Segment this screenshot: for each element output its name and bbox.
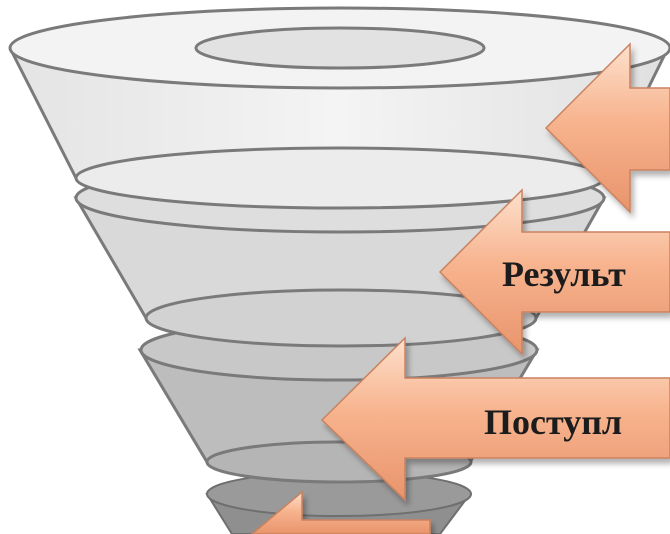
- arrow-2-label: Результ: [502, 254, 626, 294]
- arrow-3-label: Поступл: [484, 402, 622, 442]
